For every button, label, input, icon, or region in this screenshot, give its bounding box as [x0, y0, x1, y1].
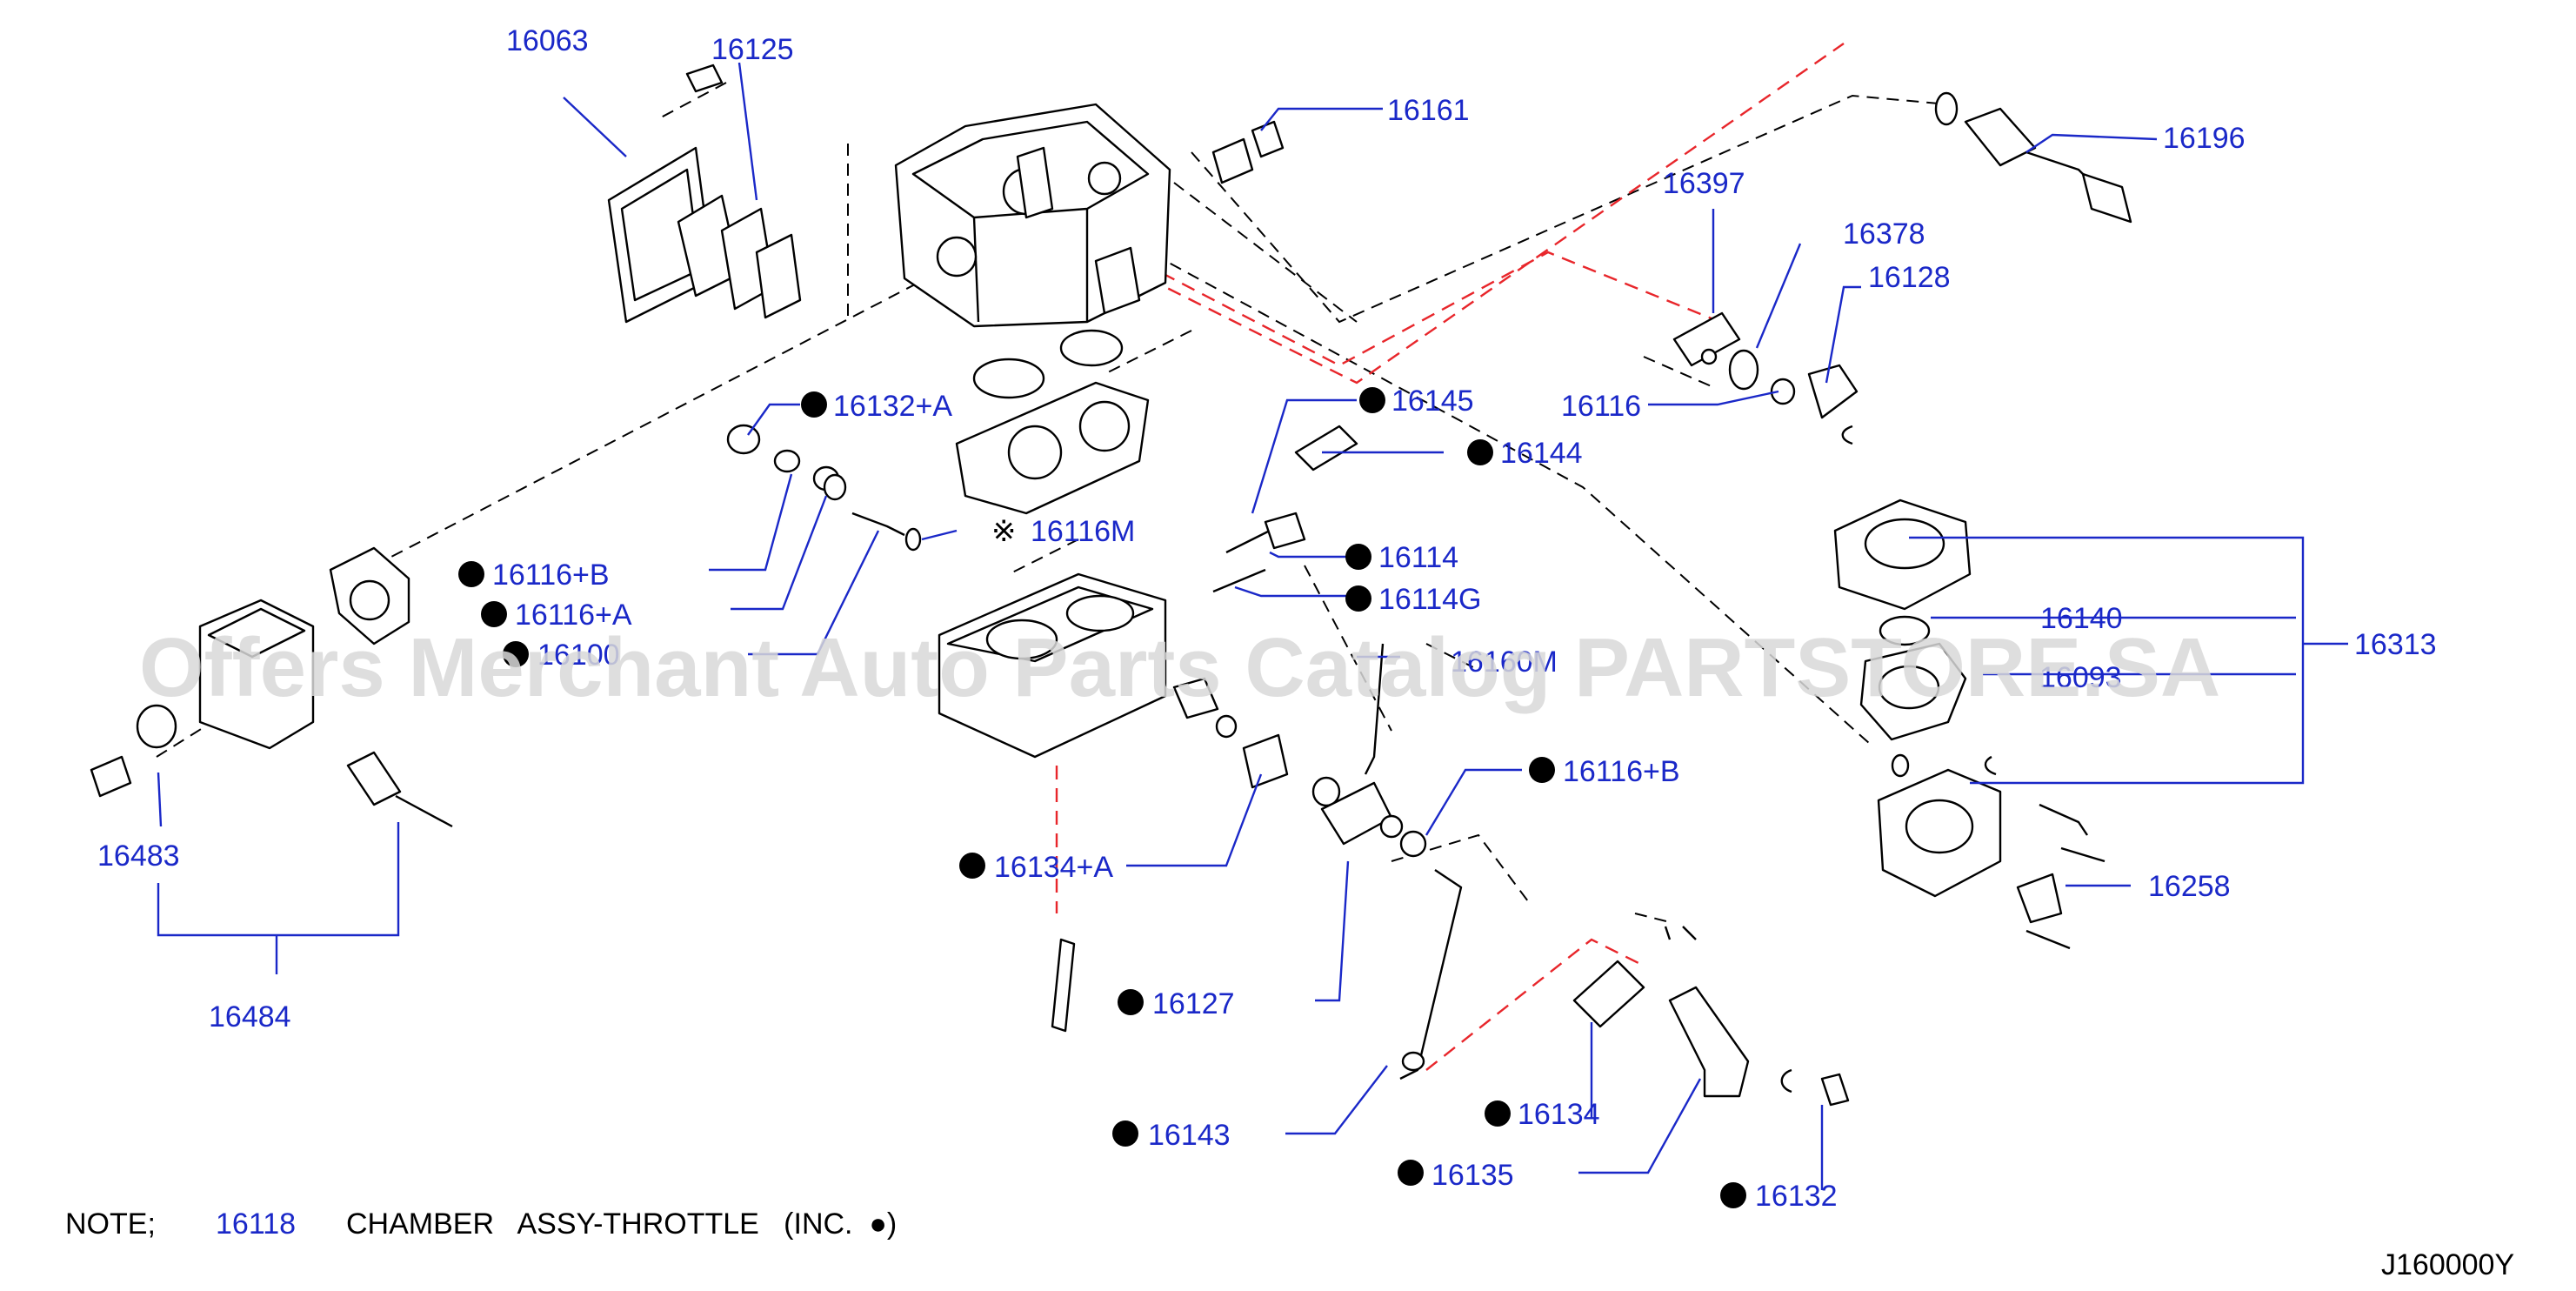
- bullet-16134-a: [959, 853, 985, 879]
- label-16093: 16093: [2039, 661, 2122, 694]
- bullet-16116-b-1: [458, 561, 484, 587]
- label-16125: 16125: [711, 33, 794, 66]
- label-16258: 16258: [2148, 870, 2231, 903]
- label-16144: 16144: [1500, 437, 1583, 470]
- label-16313: 16313: [2354, 628, 2437, 661]
- bullet-16134: [1485, 1100, 1511, 1127]
- bullet-16132-a: [801, 391, 827, 418]
- note-part-number: 16118: [216, 1207, 296, 1241]
- label-16134: 16134: [1518, 1098, 1600, 1131]
- note-description: CHAMBER ASSY-THROTTLE (INC. ●): [346, 1207, 897, 1241]
- note-prefix: NOTE;: [65, 1207, 156, 1241]
- label-16134-a: 16134+A: [994, 851, 1113, 884]
- part-gasket-round: [329, 546, 410, 646]
- part-bracket-16397: [1672, 311, 1741, 367]
- bullet-16132: [1720, 1182, 1746, 1208]
- label-16140: 16140: [2040, 602, 2123, 635]
- label-16063: 16063: [506, 24, 589, 57]
- label-16143: 16143: [1148, 1119, 1231, 1152]
- note-line: NOTE; 16118 CHAMBER ASSY-THROTTLE (INC. …: [65, 1207, 897, 1241]
- diagram-code: J160000Y: [2381, 1248, 2514, 1281]
- bullet-markers: [458, 387, 1746, 1208]
- part-carburetor-body: [894, 103, 1171, 328]
- bullet-16135: [1398, 1160, 1424, 1186]
- part-lever-16128: [1770, 364, 1859, 445]
- part-collar-16378: [1728, 349, 1759, 391]
- label-16114: 16114: [1378, 541, 1458, 574]
- part-gasket-set-16063: [607, 64, 802, 324]
- bullet-16144: [1467, 439, 1493, 465]
- part-bracket-16161: [1211, 120, 1285, 184]
- label-16484: 16484: [209, 1000, 291, 1033]
- label-16127: 16127: [1152, 987, 1235, 1020]
- label-16128: 16128: [1868, 261, 1951, 294]
- label-16100: 16100: [537, 639, 620, 672]
- label-16116m: 16116M: [1031, 515, 1135, 548]
- bullet-16127: [1118, 989, 1144, 1015]
- label-16160m: 16160M: [1451, 646, 1558, 679]
- leader-lines: [157, 62, 2348, 1190]
- part-screws-and-springs: [726, 424, 1385, 1033]
- bullet-16116-b-2: [1529, 757, 1555, 783]
- label-16116-b-1: 16116+B: [492, 559, 610, 592]
- label-16132: 16132: [1755, 1180, 1838, 1213]
- label-16135: 16135: [1431, 1159, 1514, 1192]
- label-16483: 16483: [97, 839, 180, 873]
- guide-lines: [156, 43, 1949, 1071]
- label-16145: 16145: [1391, 385, 1474, 418]
- label-16397: 16397: [1663, 167, 1745, 200]
- part-bracket-16134-16135: [1572, 926, 1850, 1107]
- label-16132-a: 16132+A: [833, 390, 952, 423]
- watermark-text: Offers Merchant Auto Parts Catalog PARTS…: [139, 621, 2220, 714]
- part-rod-16143: [1399, 869, 1463, 1080]
- bullet-16114g: [1345, 585, 1371, 612]
- bullet-16100: [503, 641, 529, 667]
- bullet-16116-a: [481, 601, 507, 627]
- part-diaphragm-assy-16313: [1833, 498, 2106, 950]
- part-linkage-16127: [1215, 714, 1427, 858]
- label-16161: 16161: [1387, 94, 1470, 127]
- bullet-16143: [1112, 1120, 1138, 1147]
- part-throttle-chamber: [938, 572, 1219, 759]
- label-16116: 16116: [1561, 390, 1641, 423]
- label-16116-b-2: 16116+B: [1563, 755, 1680, 788]
- part-sensor-16196: [1934, 91, 2132, 224]
- part-gasket-mid: [955, 329, 1150, 515]
- bullet-16145: [1359, 387, 1385, 413]
- part-labels: 16063 16125 16161 16196 16397 16378 1612…: [97, 24, 2437, 1213]
- label-16378: 16378: [1843, 217, 1925, 251]
- label-16196: 16196: [2163, 122, 2246, 155]
- kome-mark: ※: [991, 515, 1017, 548]
- label-16116-a: 16116+A: [515, 599, 632, 632]
- bullet-16114: [1345, 544, 1371, 570]
- label-16114g: 16114G: [1378, 583, 1481, 616]
- part-actuator-16484: [90, 599, 453, 828]
